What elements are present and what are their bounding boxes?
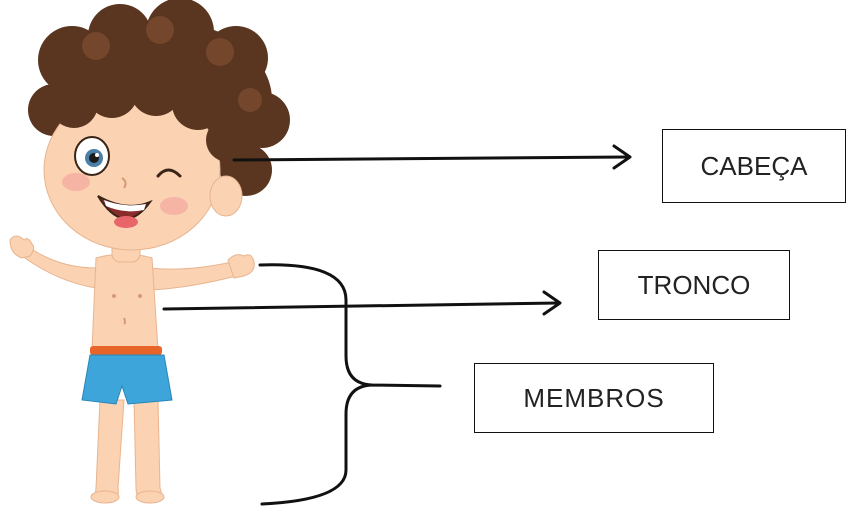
label-trunk: TRONCO	[598, 250, 790, 320]
label-head: CABEÇA	[662, 129, 846, 203]
label-trunk-text: TRONCO	[637, 269, 751, 300]
label-limbs: MEMBROS	[474, 363, 714, 433]
head-arrow-line	[232, 155, 630, 162]
face	[43, 64, 250, 251]
label-head-text: CABEÇA	[700, 150, 808, 181]
arms	[9, 235, 255, 291]
trunk-arrowhead	[542, 290, 562, 316]
label-limbs-text: MEMBROS	[523, 382, 665, 413]
limbs-brace	[258, 263, 442, 506]
legs	[90, 399, 165, 504]
torso	[91, 253, 159, 351]
trunk-arrow-line	[162, 301, 560, 311]
boy-illustration	[9, 0, 290, 504]
connectors	[162, 144, 632, 506]
head-arrowhead	[612, 144, 632, 170]
shorts	[81, 346, 173, 405]
